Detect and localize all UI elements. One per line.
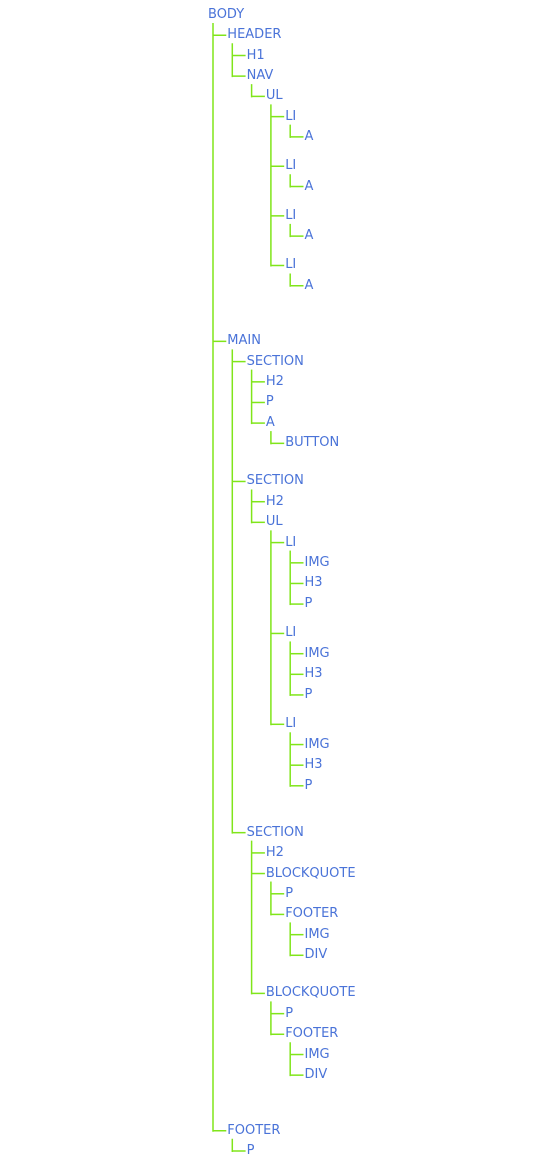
node-p-tree-1-1-1-1-2: P [304, 686, 313, 702]
node-img-tree-1-1-1-2-0: IMG [304, 736, 330, 752]
node-p-tree-1-1-1-2-2: P [304, 777, 313, 793]
node-body-tree: BODY [208, 7, 245, 22]
node-header-tree-0: HEADER [227, 27, 282, 43]
node-li-tree-1-1-1-1: LI [285, 625, 297, 641]
node-h3-tree-1-1-1-0-1: H3 [304, 575, 323, 591]
node-p-tree-2-0: P [246, 1143, 255, 1158]
node-div-tree-1-2-2-1-1: DIV [304, 1067, 328, 1083]
node-img-tree-1-2-2-1-0: IMG [304, 1046, 330, 1062]
node-p-tree-1-1-1-0-2: P [304, 596, 313, 612]
node-li-tree-1-1-1-2: LI [285, 716, 297, 732]
node-a-tree-0-1-0-0-0: A [304, 128, 314, 144]
node-button-tree-1-0-2-0: BUTTON [285, 435, 340, 451]
node-section-tree-1-0: SECTION [246, 353, 304, 369]
node-a-tree-0-1-0-3-0: A [304, 277, 314, 293]
node-img-tree-1-1-1-0-0: IMG [304, 554, 330, 570]
node-img-tree-1-2-1-1-0: IMG [304, 926, 330, 942]
node-section-tree-1-2: SECTION [246, 824, 304, 840]
node-a-tree-1-0-2: A [265, 415, 275, 431]
node-h2-tree-1-1-0: H2 [265, 493, 284, 509]
node-li-tree-0-1-0-3: LI [285, 257, 297, 273]
node-ul-tree-1-1-1: UL [265, 514, 283, 530]
node-h3-tree-1-1-1-2-1: H3 [304, 757, 323, 773]
node-footer-tree-2: FOOTER [227, 1122, 281, 1138]
node-p-tree-1-2-1-0: P [285, 885, 294, 901]
node-h1-tree-0-0: H1 [246, 47, 265, 63]
node-section-tree-1-1: SECTION [246, 473, 304, 489]
node-nav-tree-0-1: NAV [246, 68, 274, 84]
node-h2-tree-1-0-0: H2 [265, 373, 284, 389]
node-li-tree-1-1-1-0: LI [285, 534, 297, 550]
node-a-tree-0-1-0-1-0: A [304, 178, 314, 194]
node-li-tree-0-1-0-2: LI [285, 207, 297, 223]
node-div-tree-1-2-1-1-1: DIV [304, 947, 328, 963]
node-h2-tree-1-2-0: H2 [265, 844, 284, 860]
node-main-tree-1: MAIN [227, 333, 261, 349]
node-img-tree-1-1-1-1-0: IMG [304, 645, 330, 661]
node-p-tree-1-0-1: P [265, 394, 274, 410]
node-footer-tree-1-2-1-1: FOOTER [285, 906, 339, 922]
node-h3-tree-1-1-1-1-1: H3 [304, 666, 323, 682]
node-li-tree-0-1-0-1: LI [285, 158, 297, 174]
node-ul-tree-0-1-0: UL [265, 88, 283, 104]
node-blockquote-tree-1-2-1: BLOCKQUOTE [265, 865, 356, 881]
node-p-tree-1-2-2-0: P [285, 1005, 294, 1021]
node-li-tree-0-1-0-0: LI [285, 108, 297, 124]
node-footer-tree-1-2-2-1: FOOTER [285, 1026, 339, 1042]
node-blockquote-tree-1-2-2: BLOCKQUOTE [265, 985, 356, 1001]
node-a-tree-0-1-0-2-0: A [304, 228, 314, 244]
